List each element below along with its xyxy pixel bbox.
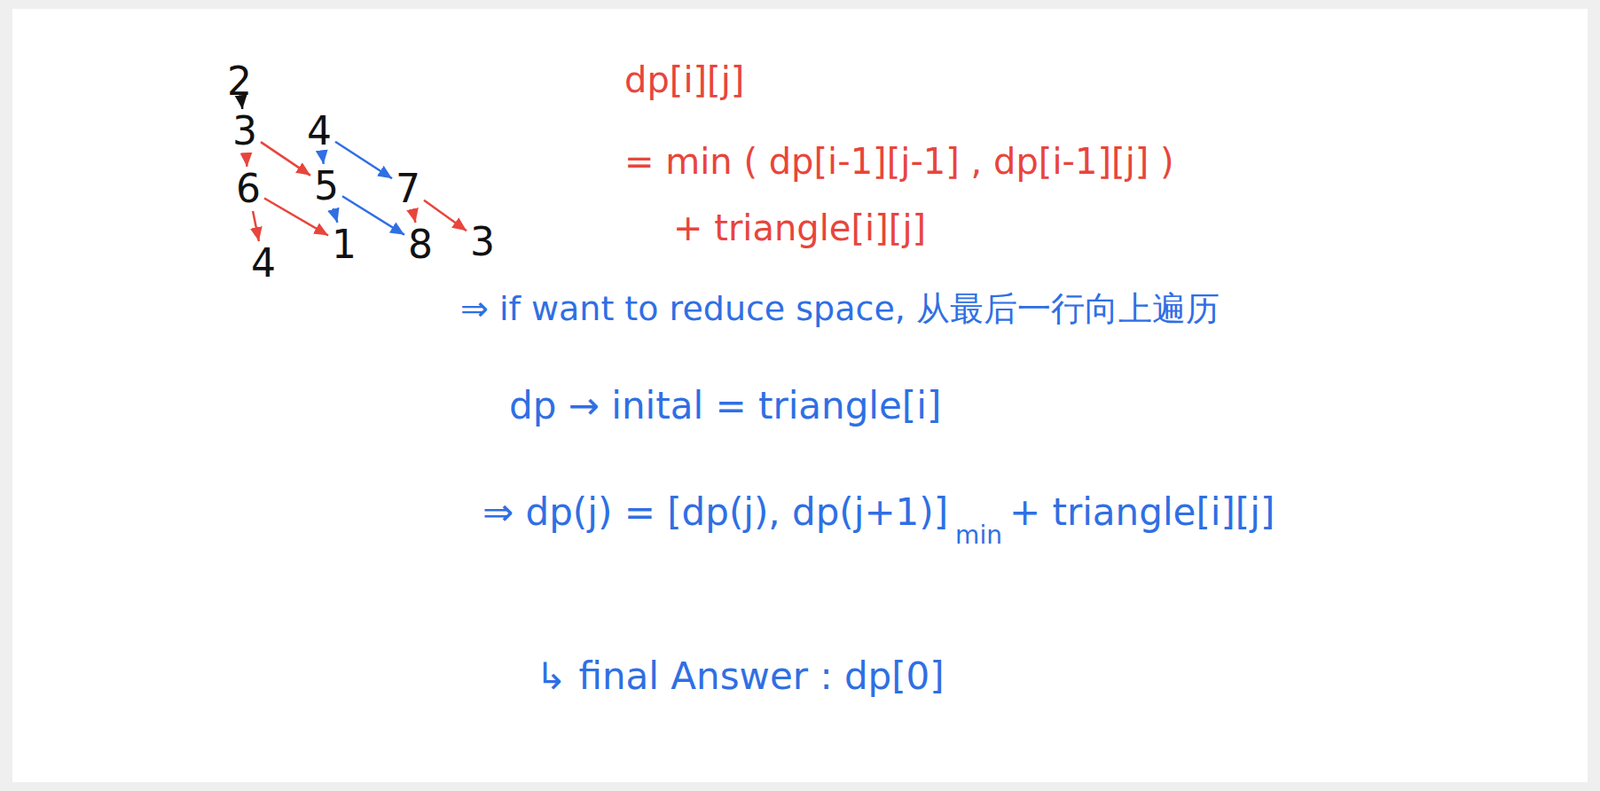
arrow-connector [321, 153, 324, 165]
triangle-number: 2 [223, 59, 256, 104]
number-text: 5 [313, 165, 339, 207]
arrow-connector [413, 211, 416, 223]
arrow-connector [335, 141, 393, 180]
arrow-connector [333, 208, 338, 223]
note-text: = min ( dp[i-1][j-1] , dp[i-1][j] ) [624, 141, 1175, 181]
triangle-number: 7 [392, 166, 424, 212]
triangle-number: 1 [328, 222, 361, 267]
note-text: ↳ final Answer : dp[0] [535, 656, 945, 698]
number-text: 7 [395, 168, 421, 210]
triangle-number: 3 [466, 219, 499, 265]
number-text: 3 [232, 110, 258, 152]
arrow-connector [244, 153, 248, 167]
arrow-connector [240, 103, 244, 110]
triangle-number: 4 [303, 109, 336, 154]
triangle-number: 8 [404, 222, 437, 267]
number-text: 6 [235, 168, 261, 210]
note-text: + triangle[i][j] [673, 208, 926, 248]
triangle-number: 3 [228, 109, 261, 154]
note-text: dp[i][j] [624, 60, 745, 100]
number-text: 4 [250, 243, 276, 284]
triangle-number: 5 [310, 164, 343, 209]
triangle-number: 6 [232, 166, 265, 212]
note-text: ⇒ if want to reduce space, 从最后一行向上遍历 [460, 290, 1220, 329]
triangle-number: 4 [247, 241, 280, 286]
number-text: 8 [407, 224, 433, 266]
note-text: dp → inital = triangle[i] [509, 385, 942, 427]
number-text: 3 [470, 221, 495, 263]
paper-panel: 2346574183dp[i][j]= min ( dp[i-1][j-1] ,… [12, 8, 1588, 783]
number-text: 4 [306, 110, 332, 152]
number-text: 1 [331, 224, 357, 266]
note-text: + triangle[i][j] [1009, 492, 1275, 534]
number-text: 2 [227, 61, 252, 102]
arrow-connector [252, 211, 259, 242]
arrow-connector [260, 141, 311, 176]
note-text: min [955, 522, 1003, 550]
note-text: ⇒ dp(j) = [dp(j), dp(j+1)] [482, 492, 949, 534]
